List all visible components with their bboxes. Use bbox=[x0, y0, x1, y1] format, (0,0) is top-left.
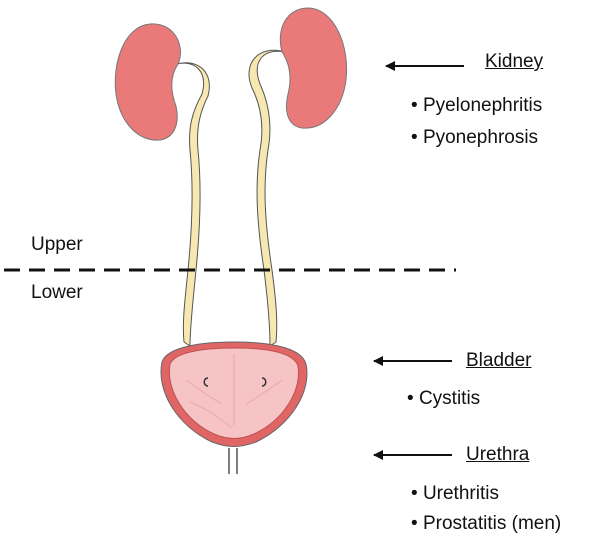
kidney-condition-item: Pyelonephritis bbox=[411, 95, 542, 117]
kidney-condition-item: Pyonephrosis bbox=[411, 127, 538, 149]
urethra-heading: Urethra bbox=[466, 444, 530, 465]
right-kidney bbox=[279, 7, 348, 129]
left-ureteric-orifice bbox=[203, 377, 209, 387]
bladder-mucosa-lines bbox=[185, 354, 283, 429]
urethra-condition-item: Prostatitis (men) bbox=[411, 513, 561, 535]
bladder-condition-item: Cystitis bbox=[407, 388, 480, 410]
right-ureter bbox=[248, 49, 287, 347]
urethra-condition-item: Urethritis bbox=[411, 483, 499, 505]
urethra bbox=[228, 448, 238, 474]
upper-zone-label: Upper bbox=[31, 234, 83, 255]
left-kidney bbox=[114, 23, 181, 141]
kidney-heading: Kidney bbox=[485, 51, 544, 72]
left-ureter bbox=[175, 62, 210, 347]
lower-zone-label: Lower bbox=[31, 282, 83, 303]
bladder-heading: Bladder bbox=[466, 350, 532, 371]
right-ureteric-orifice bbox=[261, 377, 267, 387]
